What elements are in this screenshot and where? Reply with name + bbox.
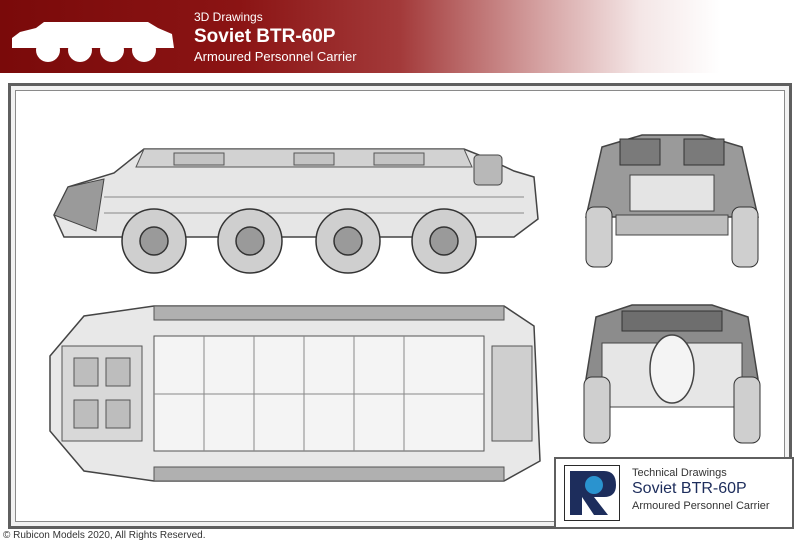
rubicon-logo-icon: [564, 465, 620, 521]
side-view-drawing: [53, 148, 539, 274]
vehicle-silhouette-icon: [12, 22, 174, 62]
title-block: Technical Drawings Soviet BTR-60P Armour…: [554, 457, 794, 529]
header-banner: 3D Drawings Soviet BTR-60P Armoured Pers…: [0, 0, 800, 73]
rear-view-drawing: [583, 304, 761, 444]
banner-category: 3D Drawings: [194, 10, 263, 24]
banner-subtitle: Armoured Personnel Carrier: [194, 49, 357, 64]
front-view-drawing: [585, 134, 759, 268]
title-block-title: Soviet BTR-60P: [632, 480, 747, 497]
copyright-notice: © Rubicon Models 2020, All Rights Reserv…: [3, 530, 206, 541]
title-block-subtitle: Armoured Personnel Carrier: [632, 500, 770, 512]
title-block-category: Technical Drawings: [632, 467, 727, 479]
drawing-area: Technical Drawings Soviet BTR-60P Armour…: [15, 90, 794, 529]
drawing-sheet: Technical Drawings Soviet BTR-60P Armour…: [8, 83, 794, 529]
top-view-drawing: [49, 305, 541, 482]
banner-title: Soviet BTR-60P: [194, 26, 336, 47]
